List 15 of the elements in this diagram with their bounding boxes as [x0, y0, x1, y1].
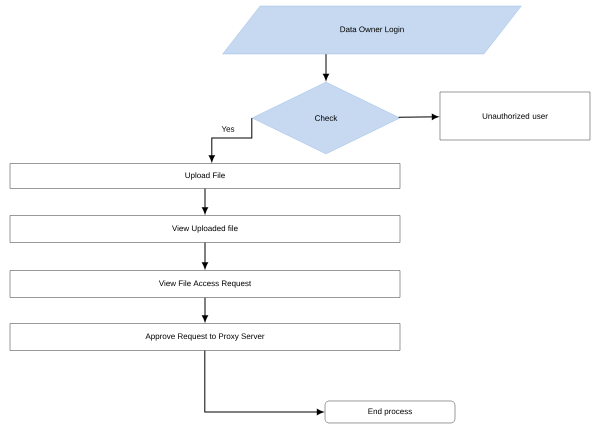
- arrow: [398, 114, 438, 120]
- process-box: Upload File: [10, 163, 400, 189]
- arrow: [322, 54, 330, 80]
- process-box: View File Access Request: [10, 270, 400, 298]
- process-box: Approve Request to Proxy Server: [10, 323, 400, 351]
- process-box: View Uploaded file: [10, 215, 400, 243]
- arrow: [202, 297, 208, 322]
- terminal-box: End process: [324, 400, 456, 424]
- arrow: [204, 350, 324, 416]
- edge-label: Yes: [220, 125, 236, 133]
- arrow: [202, 242, 208, 269]
- arrow: [208, 118, 252, 162]
- arrow: [202, 188, 208, 214]
- input-parallelogram: Data Owner Login: [222, 6, 522, 54]
- process-box: Unauthorized user: [440, 92, 590, 140]
